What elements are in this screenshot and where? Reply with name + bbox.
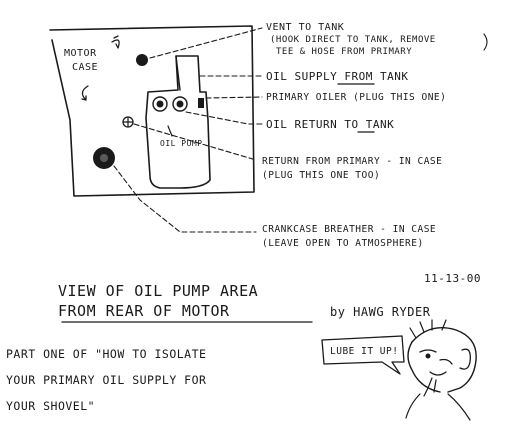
callout-vent-bracket: [483, 33, 488, 51]
return-from-primary-cross: [123, 117, 133, 127]
return-from-primary-port: [122, 116, 134, 128]
leader-vent: [149, 27, 263, 59]
caption-subtitle: PART ONE OF "HOW TO ISOLATE YOUR PRIMARY…: [6, 347, 214, 413]
callout-oil-return: OIL RETURN TO TANK: [266, 118, 394, 131]
oil-pump-body: [145, 55, 211, 189]
oil-supply-fitting: [152, 96, 168, 112]
caption-date: 11-13-00: [424, 272, 481, 285]
oil-supply-fitting-center: [156, 100, 164, 108]
oil-pump-label: OIL PUMP: [160, 139, 203, 148]
caption-title-line2: FROM REAR OF MOTOR: [58, 302, 230, 320]
vent-to-tank-port: [136, 54, 148, 66]
oil-return-fitting: [198, 98, 204, 108]
leader-primary-oiler: [205, 96, 263, 99]
callout-return-from-primary: RETURN FROM PRIMARY - IN CASE (PLUG THIS…: [262, 156, 449, 181]
leader-return-primary: [133, 123, 257, 161]
primary-oiler-fitting-center: [176, 100, 184, 108]
speech-bubble: [321, 335, 405, 375]
leader-breather: [113, 165, 257, 233]
motor-case-arrow-top: [111, 35, 120, 49]
callout-primary-oiler: PRIMARY OILER (PLUG THIS ONE): [266, 92, 446, 103]
speech-bubble-text: LUBE IT UP!: [330, 346, 398, 357]
caption-title-line1: VIEW OF OIL PUMP AREA: [58, 282, 258, 300]
callout-crankcase-breather: CRANKCASE BREATHER - IN CASE (LEAVE OPEN…: [262, 224, 442, 249]
motor-case-arrow-bottom: [81, 85, 89, 101]
primary-oiler-fitting: [172, 96, 188, 112]
motor-case-outline: [49, 25, 255, 197]
oil-pump-upper-fitting: [175, 55, 181, 91]
callout-oil-supply: OIL SUPPLY FROM TANK: [266, 70, 408, 83]
caption-author: by HAWG RYDER: [330, 305, 431, 319]
crankcase-breather-hole: [100, 154, 108, 162]
leader-oil-return: [185, 111, 263, 125]
oil-pump-label-arrow: [167, 125, 173, 137]
callout-vent-to-tank: VENT TO TANK (HOOK DIRECT TO TANK, REMOV…: [266, 22, 442, 57]
motor-case-label: MOTOR CASE: [64, 48, 103, 73]
cartoon-rider-illustration: [405, 319, 477, 421]
